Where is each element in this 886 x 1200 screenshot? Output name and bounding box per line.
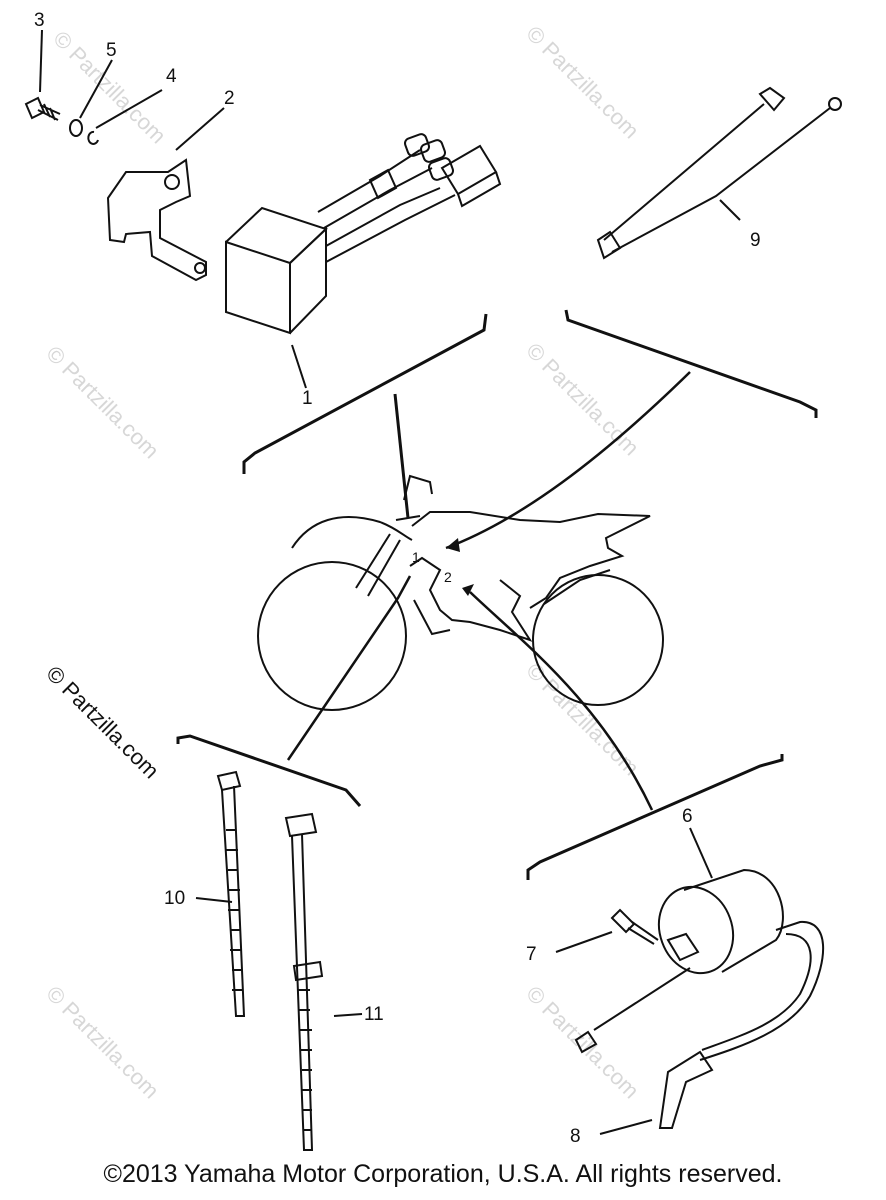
bike-label-1: 1 — [412, 549, 420, 565]
callout-1: 1 — [302, 388, 313, 409]
watermark-main: © Partzilla.com — [41, 661, 164, 784]
ignition-coil — [574, 868, 825, 1129]
watermark-text: © Partzilla.com — [521, 338, 644, 461]
callout-3: 3 — [34, 10, 45, 31]
bike-label-2: 2 — [444, 569, 452, 585]
callout-4: 4 — [166, 66, 177, 87]
watermark-text: © Partzilla.com — [521, 21, 644, 144]
cdi-unit — [225, 133, 502, 335]
lead-wire — [596, 86, 842, 260]
cable-ties — [216, 770, 324, 1151]
callout-10: 10 — [164, 888, 185, 909]
motorcycle-outline — [257, 474, 664, 711]
watermark-text: © Partzilla.com — [41, 981, 164, 1104]
bracket — [106, 158, 207, 282]
callout-5: 5 — [106, 40, 117, 61]
group-brackets — [176, 309, 818, 880]
arrowheads — [446, 538, 474, 596]
callout-9: 9 — [750, 230, 761, 251]
watermark-text: © Partzilla.com — [521, 981, 644, 1104]
callout-7: 7 — [526, 944, 537, 965]
callout-8: 8 — [570, 1126, 581, 1147]
callout-6: 6 — [682, 806, 693, 827]
watermark-text: © Partzilla.com — [41, 341, 164, 464]
callout-labels: 1 2 3 4 5 6 7 8 9 10 11 1 2 — [34, 10, 761, 1147]
callout-11: 11 — [364, 1004, 384, 1025]
callout-2: 2 — [224, 88, 235, 109]
copyright-notice: ©2013 Yamaha Motor Corporation, U.S.A. A… — [103, 1160, 783, 1188]
bolt-washers — [24, 96, 99, 145]
leader-lines — [39, 29, 741, 1135]
